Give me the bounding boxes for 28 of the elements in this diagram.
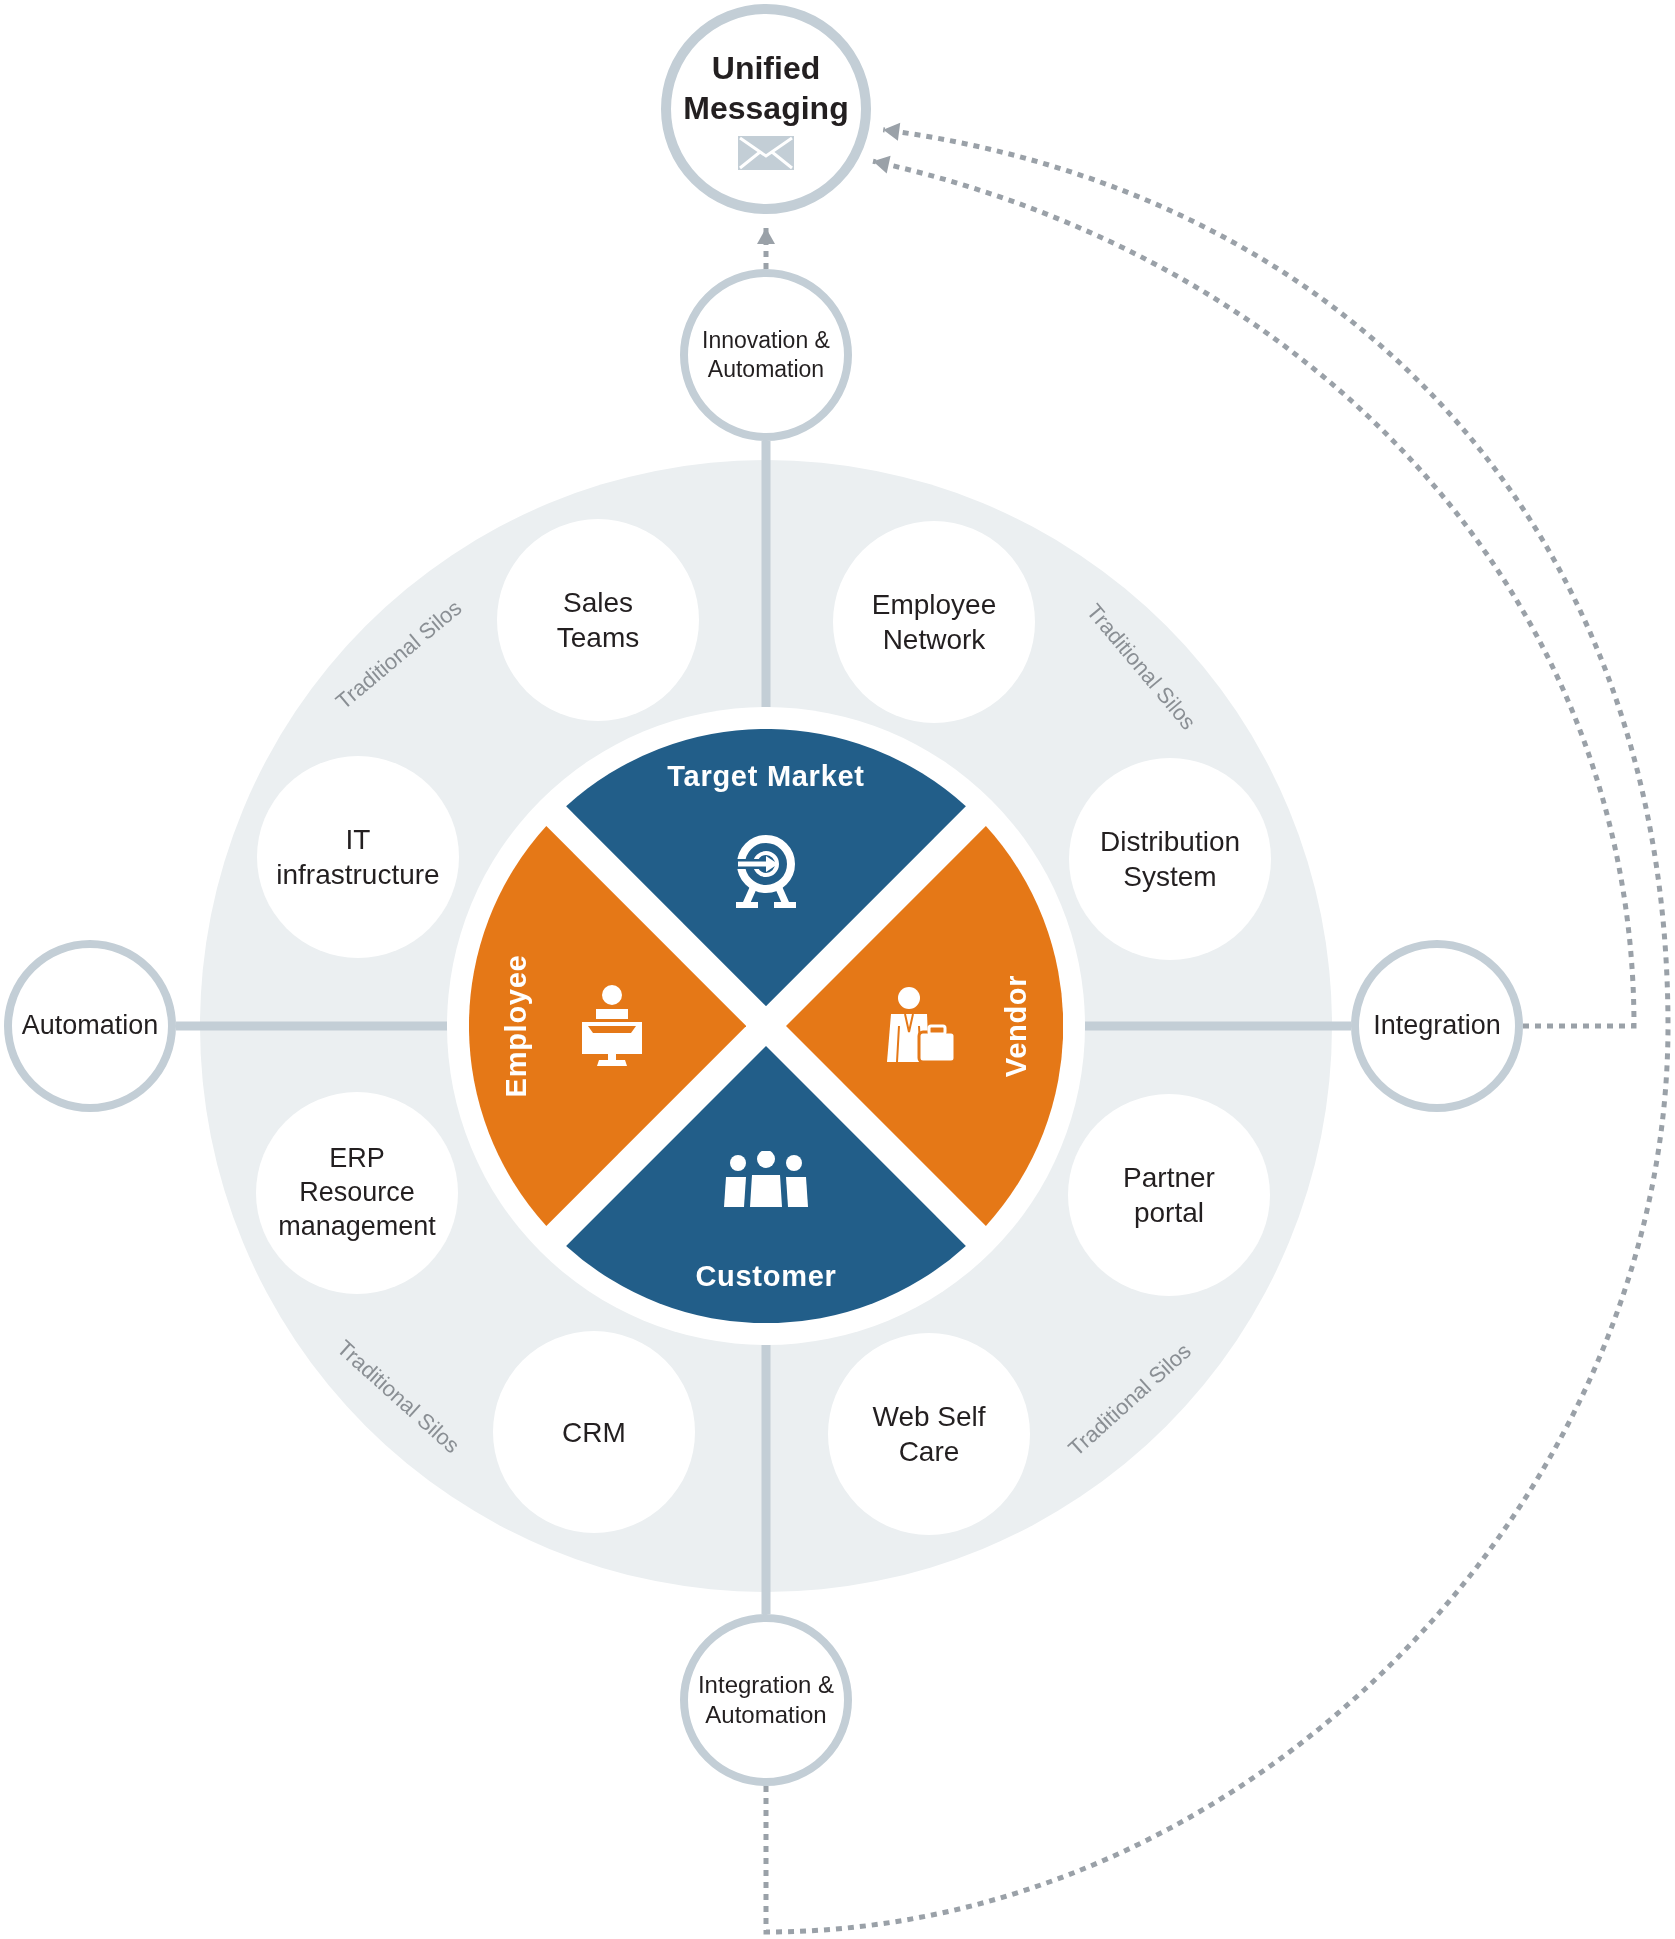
node-label: Partner portal bbox=[1122, 1161, 1216, 1230]
dotted-arrow bbox=[757, 228, 775, 269]
node-label: Sales Teams bbox=[555, 586, 641, 655]
node-label: Employee Network bbox=[870, 588, 998, 657]
pie-segment bbox=[469, 826, 747, 1226]
node-label: CRM bbox=[561, 1415, 627, 1450]
node-label: Web Self Care bbox=[871, 1400, 987, 1469]
pie-segment bbox=[566, 1045, 966, 1323]
segment-label: Target Market bbox=[667, 761, 865, 791]
connector-line bbox=[176, 1021, 447, 1031]
node-label: Distribution System bbox=[1098, 825, 1242, 894]
node-label: Unified Messaging bbox=[682, 49, 850, 128]
node-label: Integration bbox=[1372, 1009, 1502, 1043]
node-label: ERP Resource management bbox=[277, 1142, 437, 1243]
connector-line bbox=[761, 441, 771, 707]
node-label: Innovation & Automation bbox=[701, 326, 831, 384]
segment-label: Employee bbox=[501, 954, 531, 1098]
segment-label: Vendor bbox=[1001, 974, 1031, 1078]
dotted-arrow bbox=[763, 123, 1671, 1935]
pie-segment bbox=[566, 729, 966, 1007]
pie-segment bbox=[785, 826, 1063, 1226]
dotted-arrow bbox=[872, 156, 1637, 1029]
segment-label: Customer bbox=[695, 1261, 837, 1291]
node-label: Automation bbox=[20, 1009, 160, 1043]
connector-line bbox=[1085, 1021, 1351, 1031]
node-label: Integration & Automation bbox=[696, 1670, 836, 1730]
connector-line bbox=[761, 1345, 771, 1614]
node-label: IT infrastructure bbox=[275, 823, 441, 892]
